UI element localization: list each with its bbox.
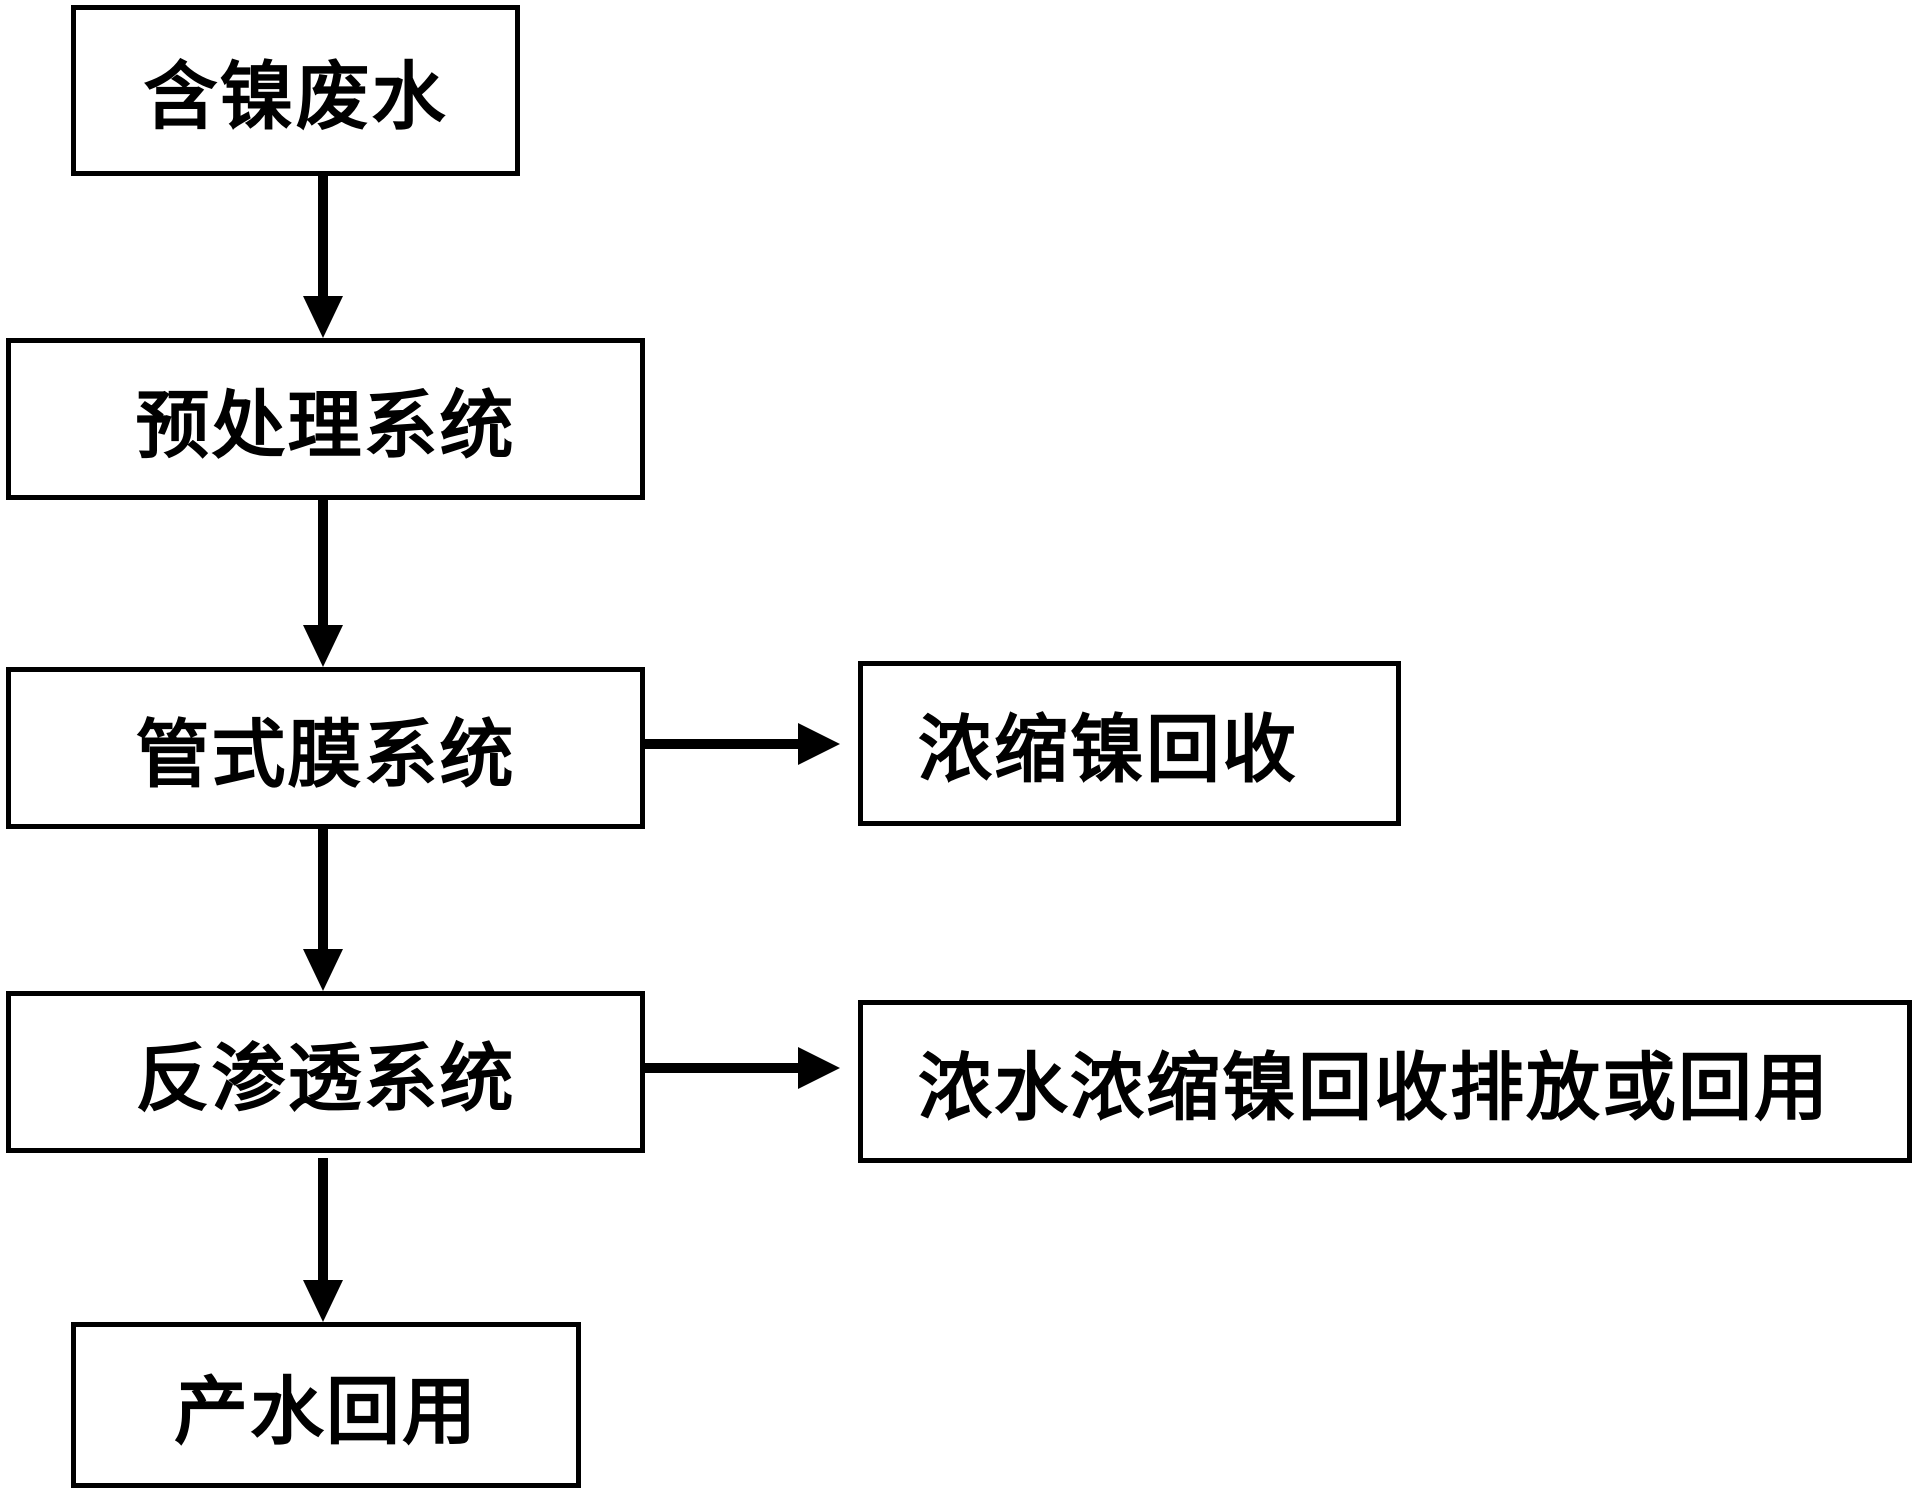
arrowhead (303, 949, 343, 991)
node-concentrated-nickel-recovery: 浓缩镍回收 (858, 661, 1401, 826)
arrow-ro-to-product (303, 1158, 343, 1322)
node-reverse-osmosis-system: 反渗透系统 (6, 991, 645, 1153)
arrowhead (303, 296, 343, 338)
node-pretreatment-system: 预处理系统 (6, 338, 645, 500)
arrowhead (303, 1280, 343, 1322)
node-tubular-membrane-system: 管式膜系统 (6, 667, 645, 829)
arrowhead (303, 625, 343, 667)
arrow-wastewater-to-pretreatment (303, 176, 343, 338)
node-nickel-wastewater: 含镍废水 (71, 5, 520, 176)
arrow-ro-to-concentrate (645, 1047, 840, 1089)
node-label: 管式膜系统 (135, 711, 516, 798)
node-label: 反渗透系统 (135, 1035, 516, 1122)
node-label: 产水回用 (174, 1368, 478, 1455)
arrowhead (798, 723, 840, 765)
arrow-pretreatment-to-tubular (303, 500, 343, 667)
arrow-tubular-to-ro (303, 829, 343, 991)
node-label: 浓水浓缩镍回收排放或回用 (918, 1045, 1830, 1131)
arrow-tubular-to-nickel-recovery (645, 723, 840, 765)
arrowhead (798, 1047, 840, 1089)
node-label: 含镍废水 (143, 54, 448, 140)
node-product-water-reuse: 产水回用 (71, 1322, 581, 1488)
node-label: 浓缩镍回收 (918, 707, 1298, 793)
node-label: 预处理系统 (135, 382, 516, 469)
node-concentrate-nickel-discharge-or-reuse: 浓水浓缩镍回收排放或回用 (858, 1000, 1912, 1163)
